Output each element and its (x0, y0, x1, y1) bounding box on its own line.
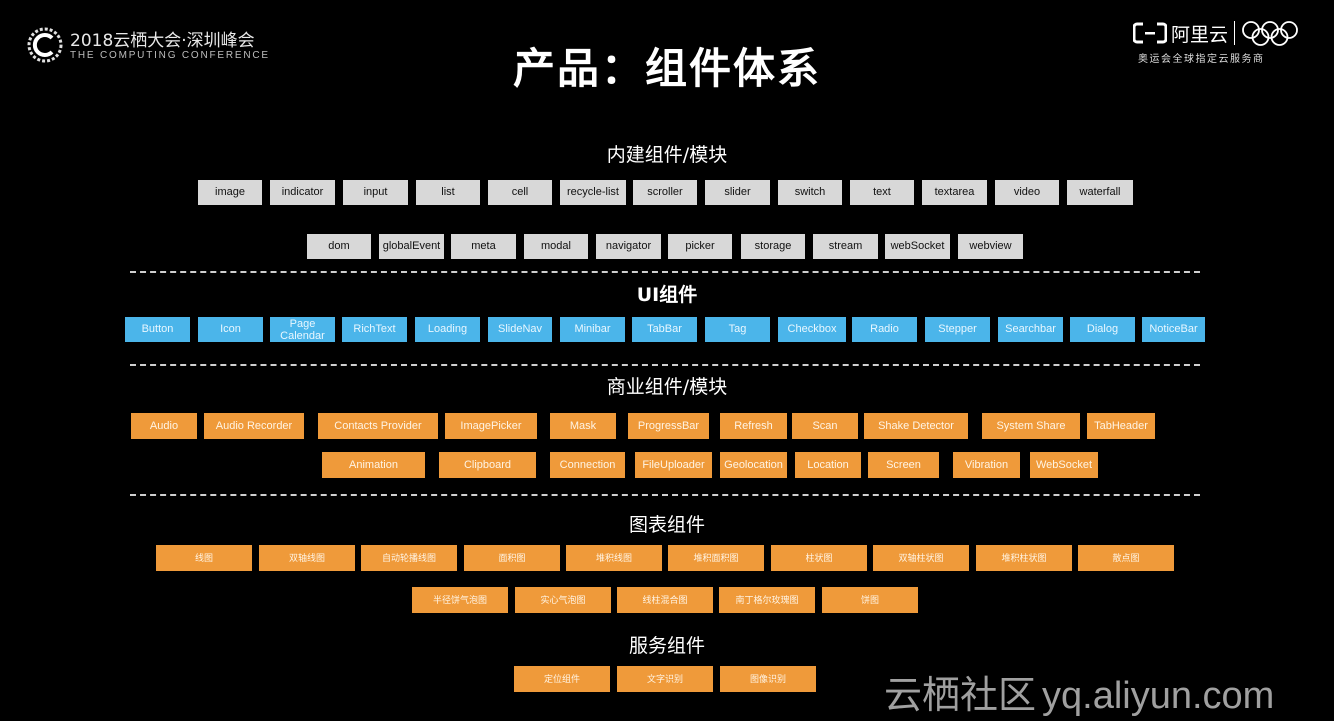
service-component-tag: 定位组件 (514, 666, 610, 692)
builtin-module-tag: stream (813, 234, 878, 259)
chart-component-tag: 实心气泡图 (515, 587, 611, 613)
business-module-tag: Geolocation (720, 452, 787, 478)
business-component-tag: Shake Detector (864, 413, 968, 439)
business-component-tag: Refresh (720, 413, 787, 439)
builtin-component-tag: indicator (270, 180, 335, 205)
service-component-tag: 图像识别 (720, 666, 816, 692)
chart-component-tag: 散点图 (1078, 545, 1174, 571)
business-module-tag: Location (795, 452, 861, 478)
section-divider (130, 271, 1200, 273)
ui-component-tag: Dialog (1070, 317, 1135, 342)
builtin-module-tag: dom (307, 234, 371, 259)
builtin-module-tag: navigator (596, 234, 661, 259)
business-component-tag: Audio Recorder (204, 413, 304, 439)
chart-component-tag: 饼图 (822, 587, 918, 613)
ui-component-tag: Icon (198, 317, 263, 342)
builtin-component-tag: recycle-list (560, 180, 626, 205)
ui-component-tag: Radio (852, 317, 917, 342)
builtin-component-tag: slider (705, 180, 770, 205)
watermark-url: yq.aliyun.com (1042, 675, 1275, 717)
conference-logo-icon (27, 27, 63, 63)
ui-component-tag: Page Calendar (270, 317, 335, 342)
builtin-component-tag: input (343, 180, 408, 205)
olympic-rings-icon (1242, 21, 1298, 46)
ui-component-tag: Searchbar (998, 317, 1063, 342)
business-component-tag: Contacts Provider (318, 413, 438, 439)
builtin-component-tag: cell (488, 180, 552, 205)
builtin-module-tag: modal (524, 234, 588, 259)
conference-subtitle: THE COMPUTING CONFERENCE (70, 50, 270, 61)
builtin-module-tag: globalEvent (379, 234, 444, 259)
section-title-ui: UI组件 (636, 284, 698, 306)
business-module-tag: FileUploader (635, 452, 712, 478)
brand-separator (1234, 21, 1236, 45)
aliyun-brand: 阿里云 (1133, 18, 1299, 48)
chart-component-tag: 线图 (156, 545, 252, 571)
brand-tagline: 奥运会全球指定云服务商 (1138, 54, 1265, 65)
ui-component-tag: Minibar (560, 317, 625, 342)
ui-component-tag: TabBar (632, 317, 697, 342)
chart-component-tag: 线柱混合图 (617, 587, 713, 613)
chart-component-tag: 双轴线图 (259, 545, 355, 571)
chart-component-tag: 南丁格尔玫瑰图 (719, 587, 815, 613)
business-module-tag: Screen (868, 452, 939, 478)
ui-component-tag: Tag (705, 317, 770, 342)
builtin-component-tag: switch (778, 180, 842, 205)
chart-component-tag: 堆积线图 (566, 545, 662, 571)
chart-component-tag: 自动轮播线图 (361, 545, 457, 571)
builtin-component-tag: text (850, 180, 914, 205)
watermark-name: 云栖社区 (884, 673, 1037, 717)
builtin-module-tag: webview (958, 234, 1023, 259)
business-component-tag: System Share (982, 413, 1080, 439)
page-title: 产品：组件体系 (512, 44, 821, 93)
builtin-module-tag: meta (451, 234, 516, 259)
ui-component-tag: SlideNav (488, 317, 552, 342)
section-divider (130, 494, 1200, 496)
ui-component-tag: Button (125, 317, 190, 342)
chart-component-tag: 面积图 (464, 545, 560, 571)
business-component-tag: ProgressBar (628, 413, 709, 439)
section-title-charts: 图表组件 (628, 514, 705, 536)
aliyun-logo-icon (1133, 22, 1167, 44)
chart-component-tag: 半径饼气泡图 (412, 587, 508, 613)
section-title-services: 服务组件 (628, 635, 705, 657)
chart-component-tag: 双轴柱状图 (873, 545, 969, 571)
section-title-builtin: 内建组件/模块 (606, 144, 728, 166)
ui-component-tag: RichText (342, 317, 407, 342)
builtin-component-tag: scroller (633, 180, 697, 205)
builtin-component-tag: video (995, 180, 1059, 205)
conference-title: 2018云栖大会·深圳峰会 (70, 31, 255, 51)
builtin-module-tag: webSocket (885, 234, 950, 259)
builtin-module-tag: storage (741, 234, 805, 259)
business-module-tag: Vibration (953, 452, 1020, 478)
business-component-tag: Audio (131, 413, 197, 439)
builtin-component-tag: waterfall (1067, 180, 1133, 205)
ui-component-tag: Loading (415, 317, 480, 342)
business-module-tag: Connection (550, 452, 625, 478)
ui-component-tag: Stepper (925, 317, 990, 342)
chart-component-tag: 堆积面积图 (668, 545, 764, 571)
chart-component-tag: 堆积柱状图 (976, 545, 1072, 571)
chart-component-tag: 柱状图 (771, 545, 867, 571)
builtin-module-tag: picker (668, 234, 732, 259)
section-divider (130, 364, 1200, 366)
section-title-business: 商业组件/模块 (606, 376, 728, 398)
business-module-tag: WebSocket (1030, 452, 1098, 478)
builtin-component-tag: textarea (922, 180, 987, 205)
business-component-tag: Mask (550, 413, 616, 439)
ui-component-tag: Checkbox (778, 317, 846, 342)
service-component-tag: 文字识别 (617, 666, 713, 692)
business-component-tag: Scan (792, 413, 858, 439)
ui-component-tag: NoticeBar (1142, 317, 1205, 342)
builtin-component-tag: list (416, 180, 480, 205)
business-component-tag: ImagePicker (445, 413, 537, 439)
brand-name: 阿里云 (1171, 23, 1229, 46)
business-module-tag: Clipboard (439, 452, 536, 478)
business-module-tag: Animation (322, 452, 425, 478)
business-component-tag: TabHeader (1087, 413, 1155, 439)
builtin-component-tag: image (198, 180, 262, 205)
